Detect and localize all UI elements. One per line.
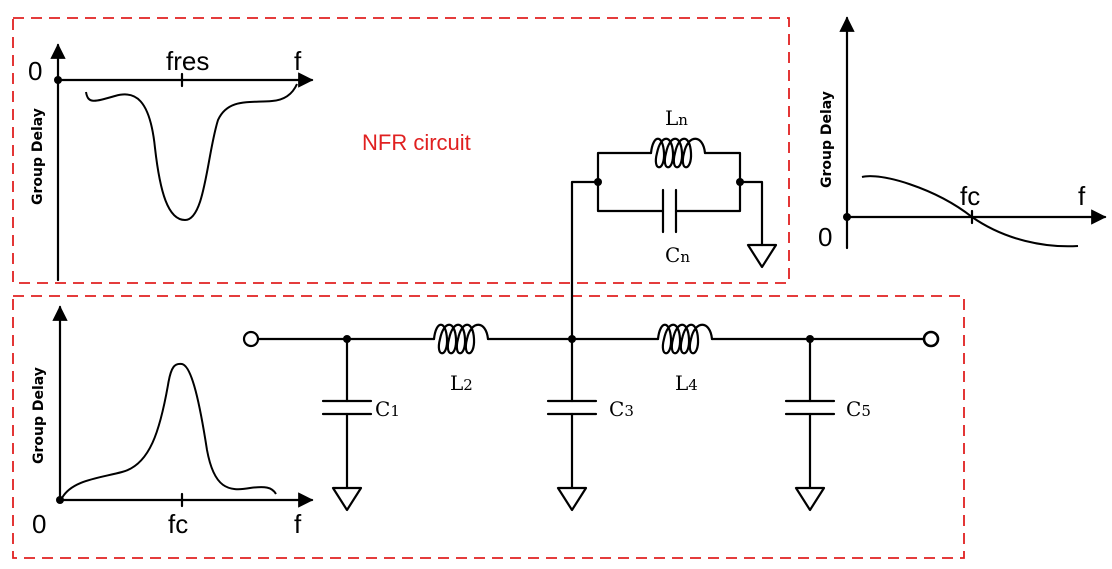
inductor-l4 xyxy=(656,323,714,355)
nfr-plot-origin-dot xyxy=(54,76,62,84)
right-plot-curve xyxy=(861,175,1079,248)
nfr-plot-origin-label: 0 xyxy=(28,56,42,86)
lowpass-plot-curve xyxy=(61,362,277,499)
capacitor-c3 xyxy=(546,337,598,490)
ground-c1 xyxy=(331,486,363,512)
nfr-plot-curve xyxy=(85,83,298,222)
input-terminal xyxy=(242,330,260,348)
lowpass-plot-y-label: Group Delay xyxy=(31,367,47,464)
right-plot-origin-label: 0 xyxy=(818,222,832,252)
l2-label: L2 xyxy=(450,371,473,395)
c1-label: C1 xyxy=(375,397,400,421)
ground-c3 xyxy=(556,486,588,512)
right-plot-origin-dot xyxy=(843,213,851,221)
lowpass-circuit: C1 L2 C3 L4 C5 xyxy=(242,323,940,512)
capacitor-c1 xyxy=(321,337,373,490)
nfr-resonator-circuit: Ln Cn xyxy=(570,106,778,341)
output-terminal xyxy=(922,330,940,348)
cn-label: Cn xyxy=(665,243,690,267)
right-plot-tick-label: fc xyxy=(960,181,980,211)
c3-label: C3 xyxy=(609,397,634,421)
c5-label: C5 xyxy=(846,397,871,421)
right-plot-y-label: Group Delay xyxy=(819,91,835,188)
lowpass-plot-tick-label: fc xyxy=(168,509,188,539)
nfr-feed-wire xyxy=(570,180,600,341)
ground-c5 xyxy=(794,486,826,512)
inductor-ln xyxy=(649,137,707,169)
nfr-plot-x-label: f xyxy=(294,46,302,76)
right-group-delay-plot: 0 fc f Group Delay xyxy=(818,16,1107,252)
capacitor-c5 xyxy=(784,337,836,490)
lowpass-box xyxy=(12,295,965,559)
nfr-circuit-label: NFR circuit xyxy=(362,130,471,155)
lowpass-plot-origin-label: 0 xyxy=(32,509,46,539)
nfr-group-delay-plot: 0 fres f Group Delay xyxy=(28,43,314,282)
nfr-plot-y-label: Group Delay xyxy=(30,108,46,205)
l4-label: L4 xyxy=(675,371,698,395)
right-plot-x-label: f xyxy=(1078,181,1086,211)
ground-nfr xyxy=(746,243,778,269)
ln-label: Ln xyxy=(665,106,688,130)
nfr-plot-tick-label: fres xyxy=(166,46,209,76)
inductor-l2 xyxy=(432,323,490,355)
nfr-box xyxy=(12,17,790,284)
lowpass-plot-x-label: f xyxy=(294,509,302,539)
lowpass-group-delay-plot: 0 fc f Group Delay xyxy=(31,305,314,539)
